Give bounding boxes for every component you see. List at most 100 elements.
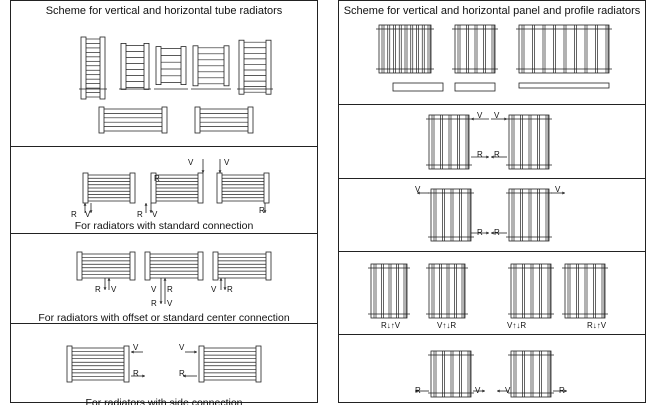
flow-arrow [83, 203, 87, 213]
off-label-v-1: V [111, 285, 117, 294]
r2-label-r-1: R [477, 150, 483, 159]
panel-radiator [426, 114, 472, 170]
panel-radiator [506, 188, 552, 242]
off-label-v-2: V [151, 285, 157, 294]
std-label-r-3: R [154, 174, 160, 183]
r4-label-vr-2: V↑↓R [507, 321, 526, 330]
arrow-head [486, 155, 489, 159]
off-label-v-4: V [211, 285, 217, 294]
radiator-header [66, 345, 73, 383]
side-radiator [66, 345, 130, 383]
arrow-head [486, 231, 489, 235]
right-panel: Scheme for vertical and horizontal panel… [338, 0, 646, 403]
radiator-header [197, 172, 204, 204]
flow-arrow [185, 350, 197, 354]
radiator-header [98, 106, 105, 134]
flow-arrow [415, 389, 429, 393]
arrow-head [194, 350, 197, 354]
std-label-v-3: V [188, 158, 194, 167]
flow-arrow [183, 374, 197, 378]
side-label-v-1: V [133, 343, 139, 352]
std-label-v-4: V [224, 158, 230, 167]
arrow-head [564, 389, 567, 393]
flow-arrow [417, 191, 429, 195]
radiator-header [144, 251, 151, 281]
profile-section [454, 82, 496, 92]
side-label-r-2: R [179, 369, 185, 378]
arrow-head [415, 389, 418, 393]
arrow-head [103, 287, 107, 290]
panel-radiators-overview-drawing [376, 24, 612, 92]
panel-radiator [506, 114, 552, 170]
flow-arrow [223, 278, 227, 290]
flow-arrow [131, 374, 145, 378]
flow-arrow [144, 203, 148, 213]
towel-radiator [120, 43, 150, 90]
radiator-header [82, 172, 89, 204]
std-label-v-1: V [85, 210, 91, 219]
r5-label-r-2: R [559, 386, 565, 395]
r4-label-rv-2: R↓↑V [587, 321, 607, 330]
flow-arrow [218, 159, 222, 173]
right-section-4: R↓↑V V↑↓R V↑↓R R↓↑V [339, 251, 645, 335]
radiator-header [80, 36, 87, 100]
r2-label-v-1: V [477, 111, 483, 120]
r5-label-v-1: V [475, 386, 481, 395]
panel-radiator [376, 24, 434, 74]
panel-connection-drawing-3: R↓↑V V↑↓R V↑↓R R↓↑V [368, 263, 608, 330]
towel-radiator [80, 36, 106, 100]
r3-label-r-1: R [477, 228, 483, 237]
arrow-head [562, 191, 565, 195]
off-label-r-2: R [167, 285, 173, 294]
flow-arrow [553, 389, 567, 393]
tube-radiators-overview-drawing [79, 36, 273, 134]
horizontal-tube-radiator [194, 106, 254, 134]
flow-arrow [471, 117, 489, 121]
flow-arrow [219, 278, 223, 290]
arrow-head [159, 301, 163, 304]
panel-radiator [562, 263, 608, 319]
r5-label-v-2: V [505, 386, 511, 395]
arrow-head [163, 278, 167, 281]
arrow-head [89, 210, 93, 213]
flow-arrow [263, 203, 267, 213]
flow-arrow [149, 203, 153, 213]
r2-label-v-2: V [494, 111, 500, 120]
arrow-head [504, 117, 507, 121]
caption-standard-connection: For radiators with standard connection [74, 220, 254, 232]
std-label-r-4: R [259, 206, 265, 215]
arrow-head [497, 389, 500, 393]
radiator-header [223, 45, 230, 87]
r4-label-vr-1: V↑↓R [437, 321, 456, 330]
standard-radiator [150, 172, 204, 204]
offset-radiator [144, 251, 204, 281]
arrow-head [83, 203, 87, 206]
flow-arrow [491, 231, 507, 235]
side-connection-drawing: V R V R [66, 343, 262, 383]
horizontal-tube-radiator [98, 106, 168, 134]
profile-section [518, 82, 610, 89]
radiator-header [129, 251, 136, 281]
r4-label-rv-1: R↓↑V [381, 321, 401, 330]
flow-arrow [551, 191, 565, 195]
radiator-header [180, 46, 187, 85]
panel-radiator [428, 350, 474, 398]
radiator-header [255, 345, 262, 383]
radiator-header [265, 39, 272, 95]
arrow-head [201, 170, 205, 173]
flow-arrow [473, 389, 485, 393]
radiator-header [143, 43, 150, 90]
arrow-head [131, 350, 134, 354]
panel-connection-drawing-4: R V V R [415, 350, 567, 398]
std-label-r-1: R [71, 210, 77, 219]
flow-arrow [89, 203, 93, 213]
radiator-header [247, 106, 254, 134]
panel-radiator [452, 24, 498, 74]
arrow-head [482, 389, 485, 393]
side-radiator [198, 345, 262, 383]
flow-arrow [131, 350, 143, 354]
r5-label-r-1: R [415, 386, 421, 395]
arrow-head [219, 278, 223, 281]
side-label-v-2: V [179, 343, 185, 352]
r3-label-v-2: V [555, 185, 561, 194]
